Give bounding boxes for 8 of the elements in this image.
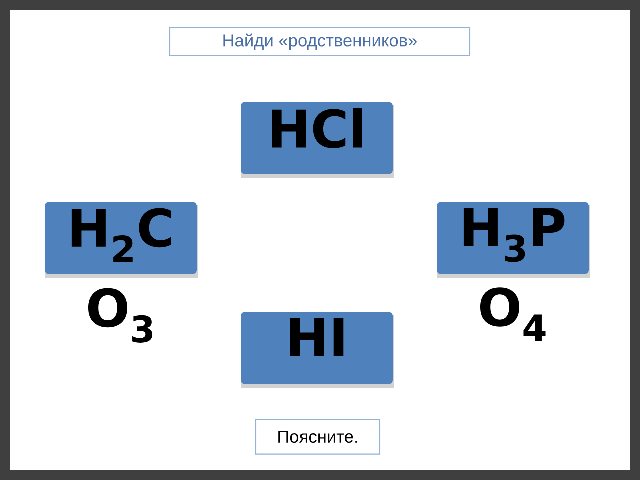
formula-box: H$_{2}$CO$_{3}$ xyxy=(45,202,198,343)
title-box: Найди «родственников» xyxy=(169,27,471,57)
note-box: Поясните. xyxy=(255,419,381,455)
formula-box: HCl xyxy=(241,102,394,178)
node-label: O$_{4}$ xyxy=(480,288,546,342)
formula-box: H$_{3}$PO$_{4}$ xyxy=(437,202,590,342)
node-label: O$_{3}$ xyxy=(88,288,153,343)
formula-box: HI xyxy=(241,312,394,388)
